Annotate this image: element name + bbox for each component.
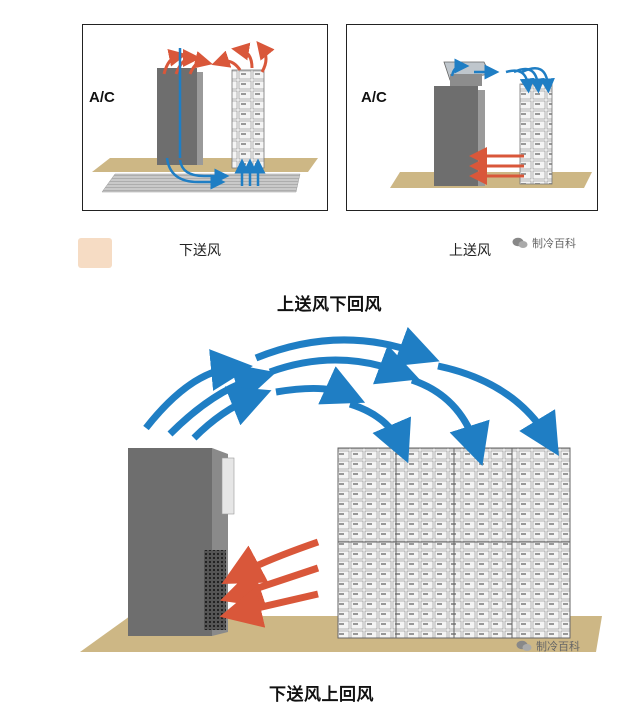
illustration-downflow-supply	[92, 40, 318, 193]
server-rack	[453, 447, 513, 639]
return-air-arrow	[211, 50, 242, 71]
supply-air-arrow	[275, 366, 366, 405]
illustration-upflow-supply	[390, 58, 592, 188]
return-air-arrow	[188, 51, 213, 75]
illustration-downflow-supply-upflow-return	[80, 326, 602, 652]
server-rack	[395, 447, 455, 639]
supply-air-arrow	[143, 349, 253, 431]
supply-air-arrow	[513, 67, 545, 94]
return-air-arrow	[231, 42, 254, 69]
server-rack	[337, 447, 397, 639]
ac-label-left: A/C	[89, 89, 115, 106]
ac-return-grille	[204, 550, 226, 630]
ac-cabinet	[434, 86, 478, 186]
ac-label-right: A/C	[361, 89, 387, 106]
server-rack	[511, 447, 571, 639]
watermark-bottom: 制冷百科	[516, 638, 580, 654]
supply-air-arrow	[505, 69, 535, 94]
return-air-arrow	[256, 40, 275, 73]
ac-cabinet-side	[478, 90, 485, 186]
caption-upflow-supply: 上送风	[449, 243, 491, 259]
server-rack	[519, 83, 553, 185]
server-rack	[231, 69, 265, 169]
supply-air-arrow	[268, 344, 420, 385]
supply-air-arrow	[437, 362, 559, 456]
return-air-arrow	[219, 586, 319, 628]
supply-air-arrow	[191, 386, 272, 441]
caption-downflow-supply: 下送风	[179, 243, 221, 259]
supply-air-arrow	[521, 67, 555, 94]
return-air-arrow	[174, 49, 201, 75]
supply-air-arrow	[178, 159, 230, 184]
supply-air-arrow	[348, 400, 412, 464]
plenum-neck	[450, 74, 482, 86]
ac-control-panel	[221, 457, 235, 515]
supply-air-arrow	[167, 363, 277, 437]
watermark-text: 制冷百科	[532, 237, 576, 250]
supply-air-arrow	[450, 58, 470, 77]
watermark-top: 制冷百科	[512, 235, 576, 251]
supply-air-arrow	[410, 376, 490, 466]
watermark-text: 制冷百科	[536, 640, 580, 653]
raised-floor	[92, 158, 318, 172]
return-air-arrow	[162, 48, 187, 75]
supply-air-arrow	[254, 326, 440, 367]
decorative-stamp	[78, 238, 112, 268]
supply-air-arrow	[165, 157, 226, 190]
raised-floor	[390, 172, 592, 188]
section-title-upflow-supply-downflow-return: 上送风下回风	[277, 295, 382, 315]
ac-cabinet	[157, 68, 197, 165]
wechat-icon	[512, 237, 528, 248]
section-title-downflow-supply-upflow-return: 下送风上回风	[269, 685, 374, 705]
ac-cabinet-side	[197, 72, 203, 165]
ac-cabinet	[128, 448, 212, 636]
wechat-icon	[516, 640, 532, 651]
